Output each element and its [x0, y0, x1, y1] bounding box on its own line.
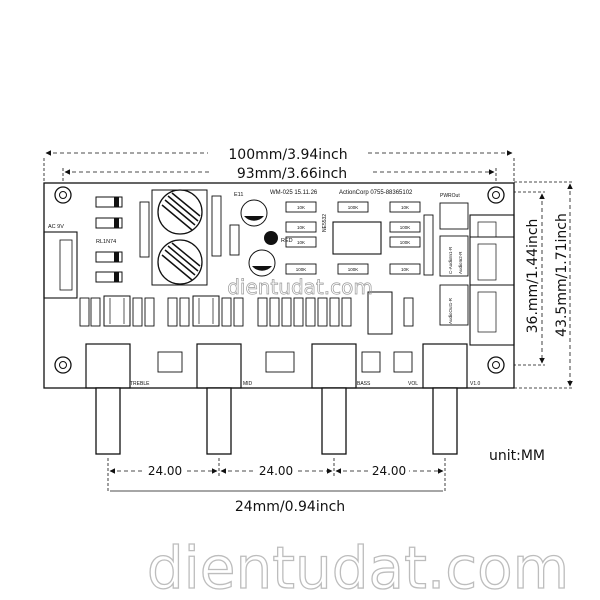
diode	[95, 271, 123, 283]
small-capacitor	[240, 199, 268, 227]
svg-text:AudioOut1-R: AudioOut1-R	[448, 297, 453, 324]
svg-text:10K: 10K	[297, 240, 305, 245]
resistor-100k: 100K	[389, 221, 421, 233]
small-component	[265, 351, 295, 373]
resistor-10k: 10K	[389, 263, 421, 275]
svg-text:100K: 100K	[400, 225, 411, 230]
resistor	[229, 224, 240, 256]
version-label: V1.0	[470, 381, 481, 387]
small-component	[361, 351, 381, 373]
svg-text:100K: 100K	[296, 267, 307, 272]
diode	[95, 251, 123, 263]
resistor-10k: 10K	[285, 221, 317, 233]
resistor-100k: 100K	[337, 201, 369, 213]
svg-text:TREBLE: TREBLE	[130, 381, 150, 387]
lower-component-row	[79, 291, 414, 335]
height-holes-label: 36.mm/1.44inch	[525, 219, 541, 334]
svg-text:AudioIn2-R: AudioIn2-R	[458, 251, 463, 274]
spacing-total-label: 24mm/0.94inch	[235, 499, 345, 515]
led: RED	[264, 231, 293, 245]
op-amp-ic: NE5532	[322, 214, 382, 255]
width-holes-label: 93mm/3.66inch	[237, 166, 347, 182]
svg-text:10K: 10K	[297, 225, 305, 230]
spacing-3-label: 24.00	[372, 464, 406, 478]
board-watermark: dientudat.com	[227, 275, 373, 299]
resistor-10k: 10K	[285, 201, 317, 213]
svg-text:VOL: VOL	[408, 381, 418, 387]
small-component	[393, 351, 413, 373]
output-connector-block: PWROut C-AudioIn1-R AudioIn2-R AudioOut1…	[439, 193, 515, 346]
spacing-1-label: 24.00	[148, 464, 182, 478]
svg-text:100K: 100K	[400, 240, 411, 245]
pot-shaft	[206, 387, 232, 455]
ic-label: NE5532	[322, 214, 328, 232]
resistor-100k: 100K	[389, 236, 421, 248]
mounting-hole	[487, 356, 505, 374]
pot-shaft	[321, 387, 347, 455]
svg-text:10K: 10K	[401, 205, 409, 210]
large-capacitor	[151, 189, 208, 286]
width-dimension-overall: 100mm/3.94inch	[43, 144, 515, 192]
power-label: PWROut	[440, 193, 460, 199]
model-text: WM-025 15.11.26	[270, 190, 318, 196]
small-capacitor	[248, 249, 276, 277]
pot-shaft	[95, 387, 121, 455]
spacing-2-label: 24.00	[259, 464, 293, 478]
svg-text:10K: 10K	[297, 205, 305, 210]
svg-text:100K: 100K	[348, 267, 359, 272]
ac-input-connector: AC 9V	[43, 224, 78, 299]
pot-shaft	[432, 387, 458, 455]
resistor	[139, 201, 150, 258]
small-component	[157, 351, 183, 373]
resistor	[423, 214, 434, 276]
svg-text:100K: 100K	[348, 205, 359, 210]
led-label: RED	[281, 238, 293, 244]
rectifier-label: RL1N74	[96, 239, 116, 245]
svg-text:BASS: BASS	[357, 381, 371, 387]
mounting-hole	[54, 186, 72, 204]
unit-label: unit:MM	[489, 448, 545, 464]
height-dimension-overall: 43.5mm/1.71inch	[514, 181, 574, 389]
width-dimension-holes: 93mm/3.66inch	[62, 163, 497, 192]
resistor-10k: 10K	[389, 201, 421, 213]
mounting-hole	[487, 186, 505, 204]
pcb-board: AC 9V RL1N74 E11	[43, 182, 515, 389]
diode	[95, 217, 123, 229]
svg-text:MID: MID	[243, 381, 253, 387]
cap-label: E11	[234, 192, 243, 198]
diode	[95, 196, 123, 208]
large-watermark: dientudat.com	[147, 534, 569, 600]
width-overall-label: 100mm/3.94inch	[228, 147, 347, 163]
resistor-100k: 100K	[337, 263, 369, 275]
height-overall-label: 43.5mm/1.71inch	[554, 213, 570, 337]
svg-text:C-AudioIn1-R: C-AudioIn1-R	[448, 246, 453, 274]
knob-spacing-dimension: 24.00 24.00 24.00 24mm/0.94inch	[107, 458, 446, 515]
ac-label: AC 9V	[48, 224, 64, 230]
resistor-10k: 10K	[285, 236, 317, 248]
resistor-100k: 100K	[285, 263, 317, 275]
resistor	[211, 195, 222, 257]
svg-text:10K: 10K	[401, 267, 409, 272]
mounting-hole	[54, 356, 72, 374]
company-text: ActionCorp 0755-88365102	[339, 190, 413, 196]
